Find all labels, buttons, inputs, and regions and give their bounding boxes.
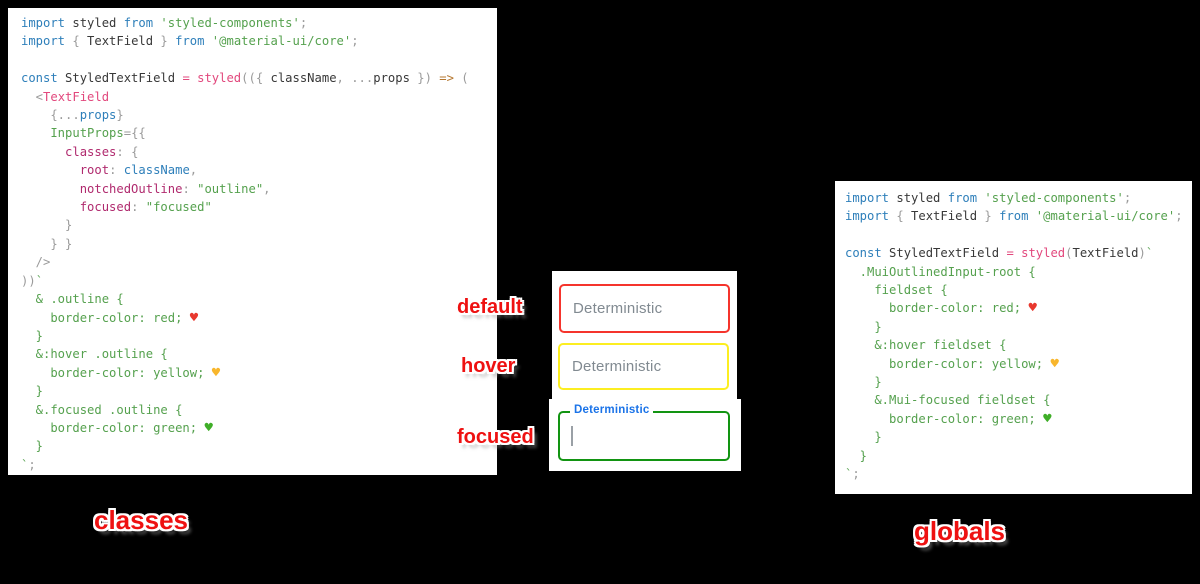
code-line: } — [21, 328, 44, 343]
code-line: const StyledTextField = styled(TextField… — [845, 246, 1154, 261]
code-line: import styled from 'styled-components'; — [21, 16, 308, 30]
code-line: border-color: yellow; ♥ — [21, 364, 221, 381]
code-line: <TextField — [21, 89, 110, 104]
textfield-placeholder: Deterministic — [573, 300, 663, 317]
code-line: classes: { — [21, 144, 139, 159]
state-label-hover: hover — [461, 355, 516, 377]
textfield-focused[interactable]: Deterministic — [558, 404, 730, 461]
code-line: } — [845, 319, 882, 334]
code-line: } } — [21, 236, 73, 251]
code-line: `; — [845, 467, 860, 482]
code-line: } — [845, 375, 882, 390]
code-line: border-color: red; ♥ — [21, 309, 199, 326]
code-line: } — [21, 218, 73, 233]
code-line: InputProps={{ — [21, 126, 146, 141]
code-line: border-color: green; ♥ — [845, 410, 1052, 427]
code-line: .MuiOutlinedInput-root { — [845, 264, 1036, 279]
text-cursor — [571, 426, 573, 446]
caption-classes: classes — [94, 505, 188, 535]
textfield-default[interactable]: Deterministic — [559, 284, 730, 333]
code-panel-globals: import styled from 'styled-components'; i… — [835, 181, 1192, 494]
code-line — [21, 51, 497, 69]
code-line: border-color: green; ♥ — [21, 419, 213, 436]
code-line: border-color: yellow; ♥ — [845, 355, 1059, 372]
code-line: notchedOutline: "outline", — [21, 181, 271, 196]
code-line: } — [21, 439, 44, 454]
code-line: &:hover fieldset { — [845, 338, 1007, 353]
code-line: import { TextField } from '@material-ui/… — [21, 34, 359, 49]
caption-globals: globals — [914, 516, 1006, 546]
code-line: fieldset { — [845, 283, 948, 298]
code-line: &.Mui-focused fieldset { — [845, 393, 1051, 408]
textfield-placeholder: Deterministic — [572, 358, 662, 375]
code-line: } — [845, 430, 882, 445]
code-line: } — [21, 384, 44, 399]
textfield-hover[interactable]: Deterministic — [558, 343, 729, 390]
code-line: } — [845, 448, 868, 463]
code-line: &.focused .outline { — [21, 402, 183, 417]
code-line: import { TextField } from '@material-ui/… — [845, 209, 1183, 224]
code-line: &:hover .outline { — [21, 347, 168, 362]
code-line: border-color: red; ♥ — [845, 300, 1037, 317]
state-label-default: default — [457, 296, 523, 318]
code-line: {...props} — [21, 108, 124, 123]
code-line: const StyledTextField = styled(({ classN… — [21, 71, 469, 86]
code-line: ))` — [21, 273, 44, 288]
code-line: `; — [21, 457, 36, 472]
code-line: root: className, — [21, 163, 198, 178]
code-line: focused: "focused" — [21, 200, 212, 215]
code-line: & .outline { — [21, 292, 124, 307]
code-line: /> — [21, 255, 51, 270]
textfield-floating-label: Deterministic — [570, 404, 654, 416]
code-line: import styled from 'styled-components'; — [845, 191, 1132, 205]
code-line — [845, 226, 1192, 244]
state-label-focused: focused — [457, 426, 534, 448]
code-panel-classes: import styled from 'styled-components'; i… — [8, 8, 497, 475]
